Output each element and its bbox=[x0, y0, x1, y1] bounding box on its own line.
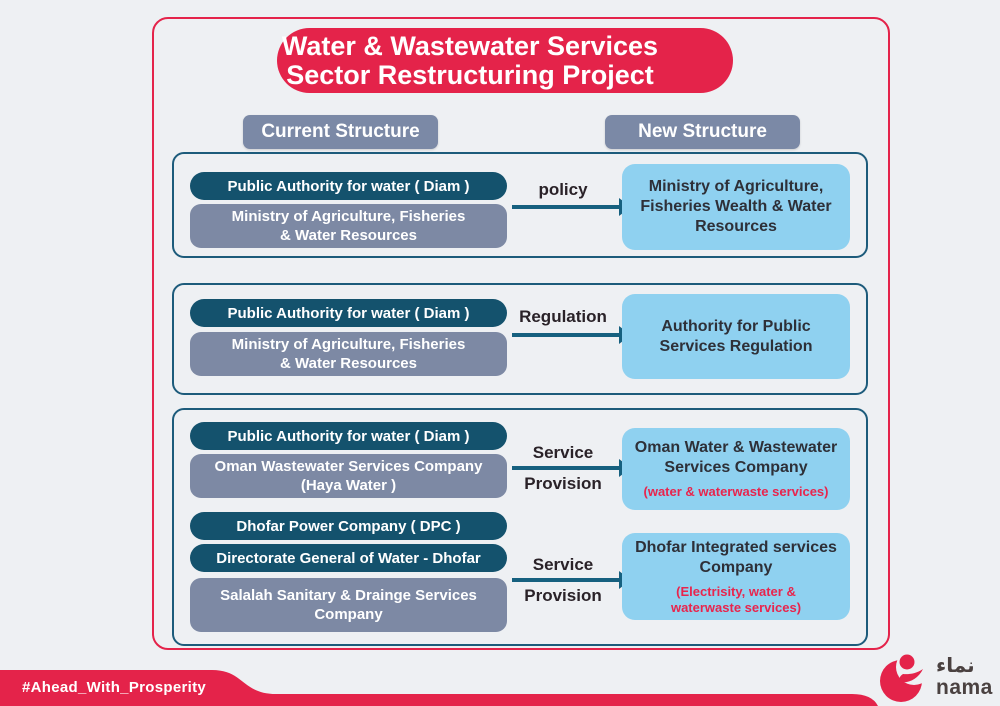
entity-label: Dhofar Power Company ( DPC ) bbox=[236, 517, 461, 535]
nama-logo-icon bbox=[880, 651, 931, 702]
flow-label-text: Service bbox=[532, 443, 594, 462]
entity-label: Public Authority for water ( Diam ) bbox=[227, 304, 470, 322]
flow-label-text: Regulation bbox=[519, 307, 607, 326]
entity-label: & Water Resources bbox=[280, 227, 417, 244]
entity-label: Ministry of Agriculture, Fisheries bbox=[231, 208, 466, 225]
flow-label: Service bbox=[507, 555, 619, 575]
entity-pill: Public Authority for water ( Diam ) bbox=[190, 422, 507, 450]
result-box: Dhofar Integrated services Company (Elec… bbox=[622, 533, 850, 620]
outer-red-frame bbox=[152, 17, 890, 650]
result-title-line: Resources bbox=[695, 218, 777, 235]
result-title-line: Services Company bbox=[664, 459, 808, 476]
footer-ribbon bbox=[0, 670, 878, 706]
flow-arrow bbox=[512, 198, 631, 216]
entity-pill: Public Authority for water ( Diam ) bbox=[190, 172, 507, 200]
result-title-line: Authority for Public bbox=[661, 317, 811, 335]
entity-pill: Dhofar Power Company ( DPC ) bbox=[190, 512, 507, 540]
entity-label: Oman Wastewater Services Company bbox=[214, 458, 483, 475]
section-box-policy bbox=[172, 152, 868, 258]
result-box: Authority for Public Services Regulation bbox=[622, 294, 850, 379]
section-box-service-provision bbox=[172, 408, 868, 646]
result-box: Ministry of Agriculture, Fisheries Wealt… bbox=[622, 164, 850, 250]
result-subtitle-line: (Electrisity, water & bbox=[676, 583, 796, 599]
result-box: Oman Water & Wastewater Services Company… bbox=[622, 428, 850, 510]
entity-label: (Haya Water ) bbox=[300, 477, 397, 494]
flow-label: Regulation bbox=[507, 307, 619, 327]
flow-label: policy bbox=[507, 180, 619, 200]
entity-pill: Oman Wastewater Services Company (Haya W… bbox=[190, 454, 507, 498]
title-banner bbox=[277, 28, 733, 93]
nama-logo-arabic: نماء bbox=[936, 653, 975, 677]
flow-label-text: Service bbox=[532, 555, 594, 574]
result-subtitle-line: waterwaste services) bbox=[670, 599, 802, 615]
entity-label: Directorate General of Water - Dhofar bbox=[216, 549, 481, 567]
column-header-new: New Structure bbox=[605, 115, 800, 149]
nama-logo-latin: nama bbox=[936, 676, 993, 699]
page-title: Water & Wastewater Services Sector Restr… bbox=[235, 32, 705, 90]
entity-label: Company bbox=[314, 606, 383, 623]
flow-label-text: Provision bbox=[524, 586, 602, 605]
column-header-current-label: Current Structure bbox=[261, 121, 420, 142]
entity-label: Public Authority for water ( Diam ) bbox=[227, 177, 470, 195]
flow-label-text: policy bbox=[538, 180, 588, 199]
nama-logo-wordmark: نماء nama bbox=[936, 653, 993, 699]
flow-label-text: Provision bbox=[524, 474, 602, 493]
page-title-line2: Sector Restructuring Project bbox=[286, 60, 654, 90]
entity-label: & Water Resources bbox=[280, 355, 417, 372]
entity-pill: Ministry of Agriculture, Fisheries & Wat… bbox=[190, 204, 507, 248]
entity-pill: Ministry of Agriculture, Fisheries & Wat… bbox=[190, 332, 507, 376]
result-subtitle-line: (water & waterwaste services) bbox=[643, 484, 829, 499]
section-box-regulation bbox=[172, 283, 868, 395]
column-header-new-label: New Structure bbox=[638, 121, 767, 142]
result-title-line: Oman Water & Wastewater bbox=[634, 439, 838, 456]
result-title-line: Services Regulation bbox=[659, 337, 813, 355]
flow-arrow bbox=[512, 326, 631, 344]
entity-label: Public Authority for water ( Diam ) bbox=[227, 427, 470, 445]
flow-arrow bbox=[512, 459, 631, 477]
entity-pill: Public Authority for water ( Diam ) bbox=[190, 299, 507, 327]
entity-pill: Directorate General of Water - Dhofar bbox=[190, 544, 507, 572]
flow-label: Provision bbox=[507, 474, 619, 494]
result-title-line: Dhofar Integrated services bbox=[635, 538, 837, 556]
entity-pill: Salalah Sanitary & Drainge Services Comp… bbox=[190, 578, 507, 632]
result-title-line: Company bbox=[699, 558, 773, 576]
result-title-line: Ministry of Agriculture, bbox=[648, 178, 824, 195]
page-title-line1: Water & Wastewater Services bbox=[281, 31, 659, 61]
flow-label: Provision bbox=[507, 586, 619, 606]
footer-hashtag: #Ahead_With_Prosperity bbox=[22, 679, 206, 696]
flow-arrow bbox=[512, 571, 631, 589]
footer-hashtag-text: #Ahead_With_Prosperity bbox=[22, 679, 207, 696]
entity-label: Ministry of Agriculture, Fisheries bbox=[231, 336, 466, 353]
result-title-line: Fisheries Wealth & Water bbox=[640, 198, 832, 215]
column-header-current: Current Structure bbox=[243, 115, 438, 149]
entity-label: Salalah Sanitary & Drainge Services bbox=[220, 587, 477, 604]
flow-label: Service bbox=[507, 443, 619, 463]
